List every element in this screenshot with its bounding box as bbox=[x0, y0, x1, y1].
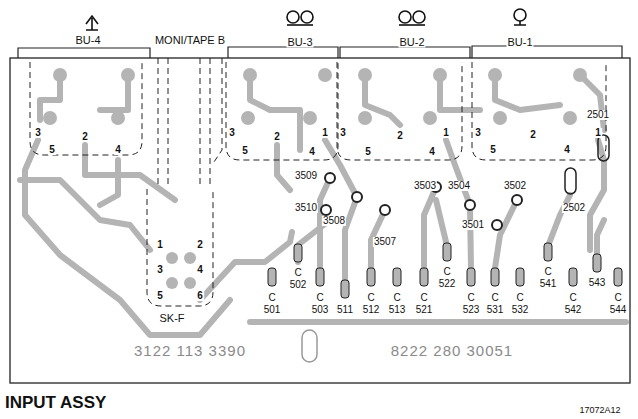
dashed-outline bbox=[140, 185, 220, 330]
pin-number: 2 bbox=[273, 132, 281, 142]
component-label: C bbox=[490, 293, 499, 303]
pin-number: 4 bbox=[196, 265, 204, 275]
dashed-outline bbox=[337, 62, 462, 160]
pin-number: 3 bbox=[474, 128, 482, 138]
socket-outline: BU-4 3 2 5 4 bbox=[26, 30, 146, 160]
component-label: C bbox=[613, 293, 622, 303]
component-label: 513 bbox=[388, 305, 407, 315]
pin-number: 3 bbox=[228, 128, 236, 138]
component-label: 542 bbox=[564, 305, 583, 315]
dashed-outline bbox=[222, 30, 342, 164]
title: INPUT ASSY bbox=[4, 394, 107, 411]
dashed-outline bbox=[30, 62, 142, 155]
component-label: C bbox=[392, 293, 401, 303]
pin-number: 5 bbox=[364, 147, 372, 157]
component-label: C bbox=[293, 268, 302, 278]
component-label: 3501 bbox=[461, 220, 485, 230]
component-label: 522 bbox=[438, 279, 457, 289]
pin-number: 2 bbox=[196, 240, 204, 250]
part-number: 3122 113 3390 bbox=[133, 343, 247, 358]
component-label: 3510 bbox=[294, 203, 318, 213]
component-label: C bbox=[366, 293, 375, 303]
transistor bbox=[321, 173, 522, 230]
connector-name: BU-3 bbox=[286, 37, 313, 48]
pin-number: 5 bbox=[156, 291, 164, 301]
component-label: 541 bbox=[539, 279, 558, 289]
component-label: C bbox=[543, 267, 552, 277]
component-label: C bbox=[515, 293, 524, 303]
component-label: 502 bbox=[289, 280, 308, 290]
dashed-outline bbox=[468, 30, 610, 164]
connector-name: BU-4 bbox=[74, 35, 101, 46]
pin-number: 1 bbox=[594, 128, 602, 138]
component-label: C bbox=[267, 293, 276, 303]
pin-number: 6 bbox=[196, 291, 204, 301]
dashed-outline bbox=[147, 189, 213, 306]
connector-housing bbox=[18, 46, 622, 58]
socket-outline: BU-3 3 2 5 41 bbox=[222, 30, 342, 164]
component-label: C bbox=[466, 293, 475, 303]
pin-number: 5 bbox=[241, 146, 249, 156]
pin-number: 1 bbox=[442, 128, 450, 138]
component-label: 512 bbox=[362, 305, 381, 315]
component-label: C bbox=[568, 293, 577, 303]
component-label: 3503 bbox=[413, 181, 437, 191]
pin-number: 5 bbox=[48, 145, 56, 155]
pin-number: 1 bbox=[321, 128, 329, 138]
pin-number: 1 bbox=[156, 240, 164, 250]
pin-number: 2 bbox=[396, 131, 404, 141]
pin-number: 4 bbox=[308, 147, 316, 157]
component-label: 501 bbox=[263, 305, 282, 315]
component-label: C bbox=[315, 293, 324, 303]
connector-name: SK-F bbox=[158, 313, 185, 324]
dashed-outline bbox=[226, 62, 338, 160]
component-label: 523 bbox=[462, 305, 481, 315]
part-number: 8222 280 30051 bbox=[390, 343, 514, 358]
component-label: C bbox=[419, 293, 428, 303]
pin-number: 3 bbox=[339, 128, 347, 138]
component-label: MONI/TAPE B bbox=[154, 35, 226, 46]
socket-outline: BU-1 3 2 5 4 1 bbox=[468, 30, 610, 164]
component-label: 2501 bbox=[586, 110, 610, 120]
component-label: 3508 bbox=[322, 216, 346, 226]
pin-number: 2 bbox=[81, 132, 89, 142]
pin-number: 3 bbox=[156, 265, 164, 275]
component-label: C bbox=[442, 267, 451, 277]
component-label: 521 bbox=[415, 305, 434, 315]
component-label: 503 bbox=[311, 305, 330, 315]
socket-outline: BU-2 3 2 5 41 bbox=[334, 30, 466, 164]
component-label: 511 bbox=[336, 305, 354, 315]
component-label: 531 bbox=[486, 305, 505, 315]
solder-pad bbox=[43, 68, 587, 289]
component-label: 3509 bbox=[294, 171, 318, 181]
copper-trace bbox=[20, 75, 626, 335]
component-label: 3507 bbox=[373, 237, 397, 247]
pin-number: 2 bbox=[529, 130, 537, 140]
capacitor bbox=[268, 243, 622, 298]
socket-outline: SK-F 1 2 3 4 5 6 bbox=[140, 185, 220, 330]
connector-name: BU-1 bbox=[506, 37, 533, 48]
component-outline bbox=[302, 135, 609, 362]
board-outline bbox=[10, 58, 630, 383]
component-label: 543 bbox=[588, 278, 607, 288]
pin-number: 5 bbox=[489, 145, 497, 155]
pin-number: 4 bbox=[428, 147, 436, 157]
pin-number: 4 bbox=[114, 145, 122, 155]
drawing-number: 17072A12 bbox=[578, 406, 621, 415]
pin-number: 4 bbox=[563, 145, 571, 155]
component-label: 2502 bbox=[562, 203, 586, 213]
socket-symbol bbox=[86, 9, 526, 30]
component-label: 544 bbox=[609, 305, 628, 315]
pin-number: 3 bbox=[34, 128, 42, 138]
component-label: 532 bbox=[511, 305, 530, 315]
dashed-outline bbox=[334, 30, 466, 164]
component-label: 3504 bbox=[447, 181, 471, 191]
outline-dashed bbox=[158, 58, 222, 188]
connector-name: BU-2 bbox=[398, 37, 425, 48]
component-label: 3502 bbox=[503, 181, 527, 191]
